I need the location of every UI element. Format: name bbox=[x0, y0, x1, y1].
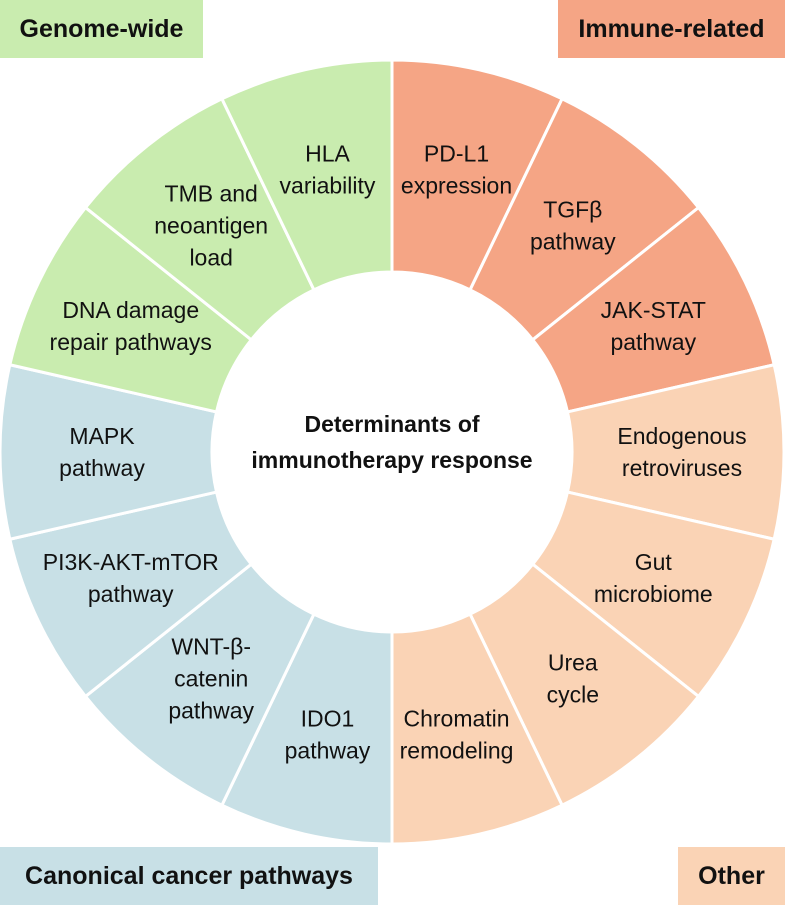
segment-label-line: remodeling bbox=[400, 738, 514, 764]
segment-label-line: expression bbox=[401, 172, 512, 198]
segment-label-pd-l1-expression: PD-L1 expression bbox=[401, 140, 512, 198]
segment-label-line: WNT-β- bbox=[171, 634, 251, 660]
segment-label-line: pathway bbox=[88, 581, 174, 607]
segment-label-line: variability bbox=[280, 172, 376, 198]
segment-label-line: Urea bbox=[548, 650, 598, 676]
segment-label-line: pathway bbox=[168, 698, 254, 724]
segment-label-tgfb-pathway: TGFβ pathway bbox=[530, 196, 616, 254]
segment-label-line: load bbox=[189, 244, 232, 270]
category-label-genome-wide: Genome-wide bbox=[0, 0, 203, 58]
segment-label-line: TGFβ bbox=[543, 196, 602, 222]
segment-label-line: neoantigen bbox=[154, 212, 268, 238]
segment-label-line: pathway bbox=[530, 228, 616, 254]
segment-label-line: Chromatin bbox=[403, 706, 509, 732]
segment-label-line: Endogenous bbox=[617, 423, 746, 449]
segment-label-hla-variability: HLA variability bbox=[280, 140, 376, 198]
segment-label-line: DNA damage bbox=[62, 297, 199, 323]
segment-label-jak-stat-pathway: JAK-STAT pathway bbox=[601, 297, 706, 355]
segment-label-line: JAK-STAT bbox=[601, 297, 706, 323]
segment-label-ido1-pathway: IDO1 pathway bbox=[285, 706, 371, 764]
segment-label-line: HLA bbox=[305, 140, 350, 166]
segment-label-tmb-and-neoantigen-load: TMB and neoantigen load bbox=[154, 180, 268, 270]
segment-label-line: PD-L1 bbox=[424, 140, 489, 166]
segment-label-wnt-beta-catenin-pathway: WNT-β-catenin pathway bbox=[168, 634, 254, 724]
segment-label-gut-microbiome: Gut microbiome bbox=[594, 549, 713, 607]
segment-label-line: Gut bbox=[635, 549, 673, 575]
segment-label-line: pathway bbox=[285, 738, 371, 764]
segment-label-pi3k-akt-mtor-pathway: PI3K-AKT-mTOR pathway bbox=[43, 549, 219, 607]
center-title-line-1: Determinants of bbox=[304, 411, 479, 437]
category-label-other: Other bbox=[678, 847, 785, 905]
segment-hla-variability bbox=[219, 58, 394, 292]
segment-label-chromatin-remodeling: Chromatin remodeling bbox=[400, 706, 514, 764]
segment-label-line: IDO1 bbox=[301, 706, 355, 732]
segment-label-line: TMB and bbox=[165, 180, 258, 206]
segment-label-line: catenin bbox=[174, 666, 248, 692]
segment-label-line: PI3K-AKT-mTOR bbox=[43, 549, 219, 575]
segment-label-mapk-pathway: MAPK pathway bbox=[59, 423, 145, 481]
category-label-immune-related: Immune-related bbox=[558, 0, 785, 58]
center-title-line-2: immunotherapy response bbox=[251, 447, 532, 473]
segment-label-line: retroviruses bbox=[622, 455, 742, 481]
segment-label-urea-cycle: Urea cycle bbox=[547, 650, 599, 708]
segment-label-line: repair pathways bbox=[50, 329, 212, 355]
segment-label-line: cycle bbox=[547, 682, 599, 708]
segment-label-dna-damage-repair-pathways: DNA damage repair pathways bbox=[50, 297, 212, 355]
segment-label-line: microbiome bbox=[594, 581, 713, 607]
segment-label-line: pathway bbox=[59, 455, 145, 481]
category-label-canonical-cancer-pathways: Canonical cancer pathways bbox=[0, 847, 378, 905]
segment-label-line: pathway bbox=[610, 329, 696, 355]
center-circle bbox=[213, 273, 571, 631]
segment-label-endogenous-retroviruses: Endogenous retroviruses bbox=[617, 423, 746, 481]
segment-label-line: MAPK bbox=[69, 423, 135, 449]
